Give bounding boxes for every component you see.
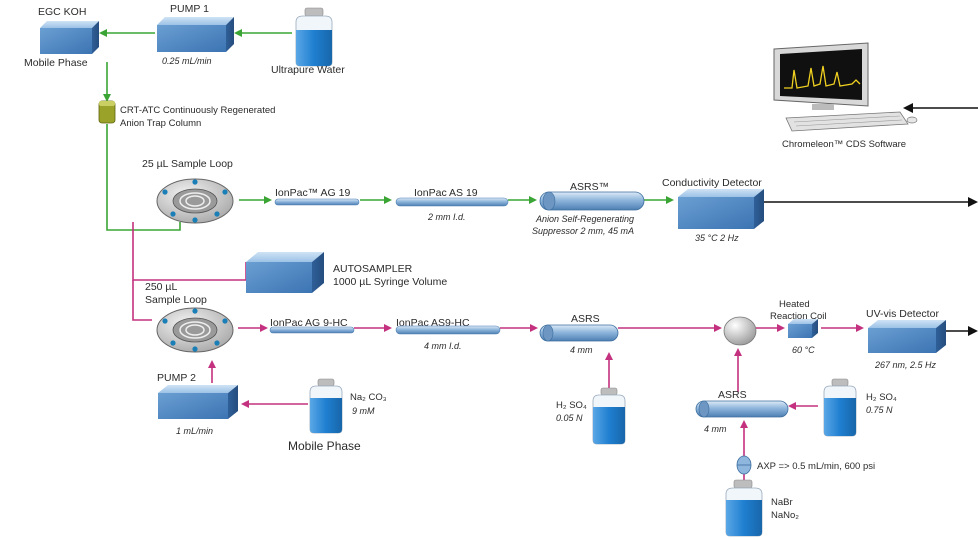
bottle-icon xyxy=(592,387,626,445)
na2co3-label: Na₂ CO₃ xyxy=(350,392,387,403)
pump2-label: PUMP 2 xyxy=(157,372,196,384)
computer-icon xyxy=(773,42,918,132)
pump2-flow-label: 1 mL/min xyxy=(176,426,213,436)
nabr-label: NaBr xyxy=(771,497,793,508)
egc-koh-box[interactable] xyxy=(40,21,99,54)
autosampler-label: AUTOSAMPLER xyxy=(333,263,413,275)
as9-column[interactable] xyxy=(395,325,501,335)
mobile-phase-2-label: Mobile Phase xyxy=(288,439,361,453)
h2so4-b-conc-label: 0.75 N xyxy=(866,405,893,415)
asrs-desc-line2: Suppressor 2 mm, 45 mA xyxy=(532,226,634,236)
heated-coil-label-line2: Reaction Coil xyxy=(770,311,827,322)
ag9-column[interactable] xyxy=(269,326,355,334)
as19-column[interactable] xyxy=(395,197,509,207)
bottle-icon xyxy=(295,7,333,67)
h2so4-a-conc-label: 0.05 N xyxy=(556,413,583,423)
asrs-suppressor-3[interactable] xyxy=(695,400,789,418)
egc-koh-label: EGC KOH xyxy=(38,6,86,18)
crt-atc-label-line1: CRT-ATC Continuously Regenerated xyxy=(120,105,275,116)
as19-label: IonPac AS 19 xyxy=(414,187,478,199)
asrs-suppressor-2[interactable] xyxy=(539,324,619,342)
valve-icon[interactable] xyxy=(156,307,234,353)
syringe-volume-label: 1000 µL Syringe Volume xyxy=(333,276,447,288)
axp-pump[interactable] xyxy=(736,455,752,475)
heated-coil-temp-label: 60 °C xyxy=(792,345,815,355)
crt-atc-label-line2: Anion Trap Column xyxy=(120,118,201,129)
sample-loop-250-label-line1: 250 µL xyxy=(145,281,177,293)
asrs-suppressor-1[interactable] xyxy=(539,191,645,211)
autosampler-box[interactable] xyxy=(246,252,324,293)
asrs3-label: ASRS xyxy=(718,389,747,401)
ultrapure-water-label: Ultrapure Water xyxy=(271,64,345,76)
as19-id-label: 2 mm I.d. xyxy=(427,212,466,222)
chromeleon-software-label: Chromeleon™ CDS Software xyxy=(782,139,906,150)
h2so4-b-label: H₂ SO₄ xyxy=(866,392,897,403)
ag9-label: IonPac AG 9-HC xyxy=(270,317,348,329)
conductivity-detector-label: Conductivity Detector xyxy=(662,177,762,189)
asrs2-label: ASRS xyxy=(571,313,600,325)
ag19-label: IonPac™ AG 19 xyxy=(275,187,350,199)
pump2-box[interactable] xyxy=(158,385,238,419)
as9-id-label: 4 mm I.d. xyxy=(424,341,462,351)
valve-icon[interactable] xyxy=(156,178,234,224)
conductivity-detector-box[interactable] xyxy=(678,189,764,229)
uv-vis-detector-box[interactable] xyxy=(868,320,946,353)
green-flow-lines xyxy=(99,29,674,231)
axp-label: AXP => 0.5 mL/min, 600 psi xyxy=(757,461,875,472)
bottle-icon xyxy=(725,479,763,537)
asrs3-size-label: 4 mm xyxy=(704,424,727,434)
heated-coil-label-line1: Heated xyxy=(779,299,810,310)
magenta-flow-lines xyxy=(132,222,864,485)
bottle-icon xyxy=(823,378,857,437)
mobile-phase-label: Mobile Phase xyxy=(24,57,88,69)
h2so4-a-label: H₂ SO₄ xyxy=(556,400,587,411)
pump1-box[interactable] xyxy=(157,17,234,52)
asrs-tm-label: ASRS™ xyxy=(570,181,609,193)
asrs2-size-label: 4 mm xyxy=(570,345,593,355)
nano2-label: NaNo₂ xyxy=(771,510,799,521)
heated-reaction-coil[interactable] xyxy=(788,319,818,338)
signal-lines xyxy=(763,103,978,336)
asrs-desc-line1: Anion Self-Regenerating xyxy=(535,214,634,224)
conductivity-settings-label: 35 °C 2 Hz xyxy=(695,233,739,243)
pump1-label: PUMP 1 xyxy=(170,3,209,15)
sample-loop-25-label: 25 µL Sample Loop xyxy=(142,158,233,170)
ag19-column[interactable] xyxy=(274,198,360,206)
uv-vis-settings-label: 267 nm, 2.5 Hz xyxy=(874,360,937,370)
sample-loop-250-label-line2: Sample Loop xyxy=(145,294,207,306)
bottle-icon xyxy=(309,378,343,434)
uv-vis-detector-label: UV-vis Detector xyxy=(866,308,939,320)
na2co3-conc-label: 9 mM xyxy=(352,406,375,416)
crt-atc-cartridge[interactable] xyxy=(98,100,116,124)
mixing-tee[interactable] xyxy=(723,316,757,346)
pump1-flow-label: 0.25 mL/min xyxy=(162,56,212,66)
